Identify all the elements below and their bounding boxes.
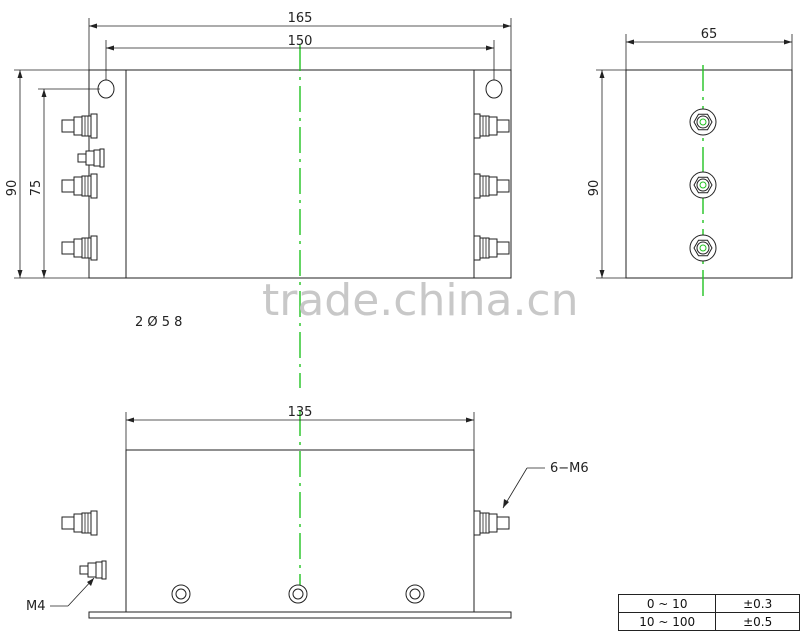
tolerance-range-cell: 10 ~ 100 [617, 612, 717, 631]
dimension-label-75: 75 [29, 180, 44, 197]
dimension-90-side [596, 69, 628, 279]
front-hole-2 [288, 584, 308, 604]
front-terminal-right [473, 510, 510, 536]
mounting-hole-right [485, 79, 503, 99]
leader-terminal-thread [502, 467, 545, 509]
terminal-left-3 [61, 235, 98, 261]
dimension-label-90-top: 90 [5, 180, 20, 197]
terminal-left-2 [61, 173, 98, 199]
table-row: 0 ~ 10 ±0.3 [617, 594, 800, 613]
base-plate-outline [88, 611, 512, 619]
tolerance-table: 0 ~ 10 ±0.3 10 ~ 100 ±0.5 [617, 594, 800, 631]
dimension-65 [625, 34, 793, 72]
tolerance-value-cell: ±0.5 [715, 612, 800, 631]
leader-ground-thread [50, 577, 95, 607]
front-hole-3 [405, 584, 425, 604]
front-terminal-left [61, 510, 98, 536]
hole-note: 2 Ø 5 8 [135, 315, 182, 330]
dimension-label-150: 150 [288, 34, 313, 49]
dimension-label-135: 135 [288, 405, 313, 420]
front-hole-1 [171, 584, 191, 604]
stud-front-2 [689, 171, 717, 199]
stud-front-3 [689, 234, 717, 262]
front-view: 135 6−M6 M4 [26, 405, 589, 619]
stud-front-1 [689, 108, 717, 136]
dimension-75 [38, 88, 100, 278]
dimension-label-165: 165 [288, 11, 313, 26]
table-row: 10 ~ 100 ±0.5 [617, 612, 800, 631]
top-view: 165 150 90 75 [5, 11, 512, 388]
side-body-outline [625, 69, 793, 279]
tolerance-range-cell: 0 ~ 10 [617, 594, 717, 613]
side-view: 65 90 [587, 27, 793, 300]
dimension-165 [88, 18, 512, 72]
tolerance-value-cell: ±0.3 [715, 594, 800, 613]
callout-terminal-thread: 6−M6 [550, 461, 589, 476]
mounting-hole-left [97, 79, 115, 99]
callout-ground-thread: M4 [26, 599, 46, 614]
dimension-label-90-side: 90 [587, 180, 602, 197]
dimension-90-top [14, 69, 89, 279]
terminal-right-3 [473, 235, 510, 261]
dimension-150 [105, 40, 495, 80]
front-ground-terminal [79, 560, 107, 580]
dimension-label-65: 65 [701, 27, 718, 42]
terminal-left-1 [61, 113, 98, 139]
watermark: trade.china.cn [262, 275, 579, 326]
terminal-right-1 [473, 113, 510, 139]
ground-terminal-left [77, 148, 105, 168]
terminal-right-2 [473, 173, 510, 199]
dimension-135 [125, 412, 475, 452]
